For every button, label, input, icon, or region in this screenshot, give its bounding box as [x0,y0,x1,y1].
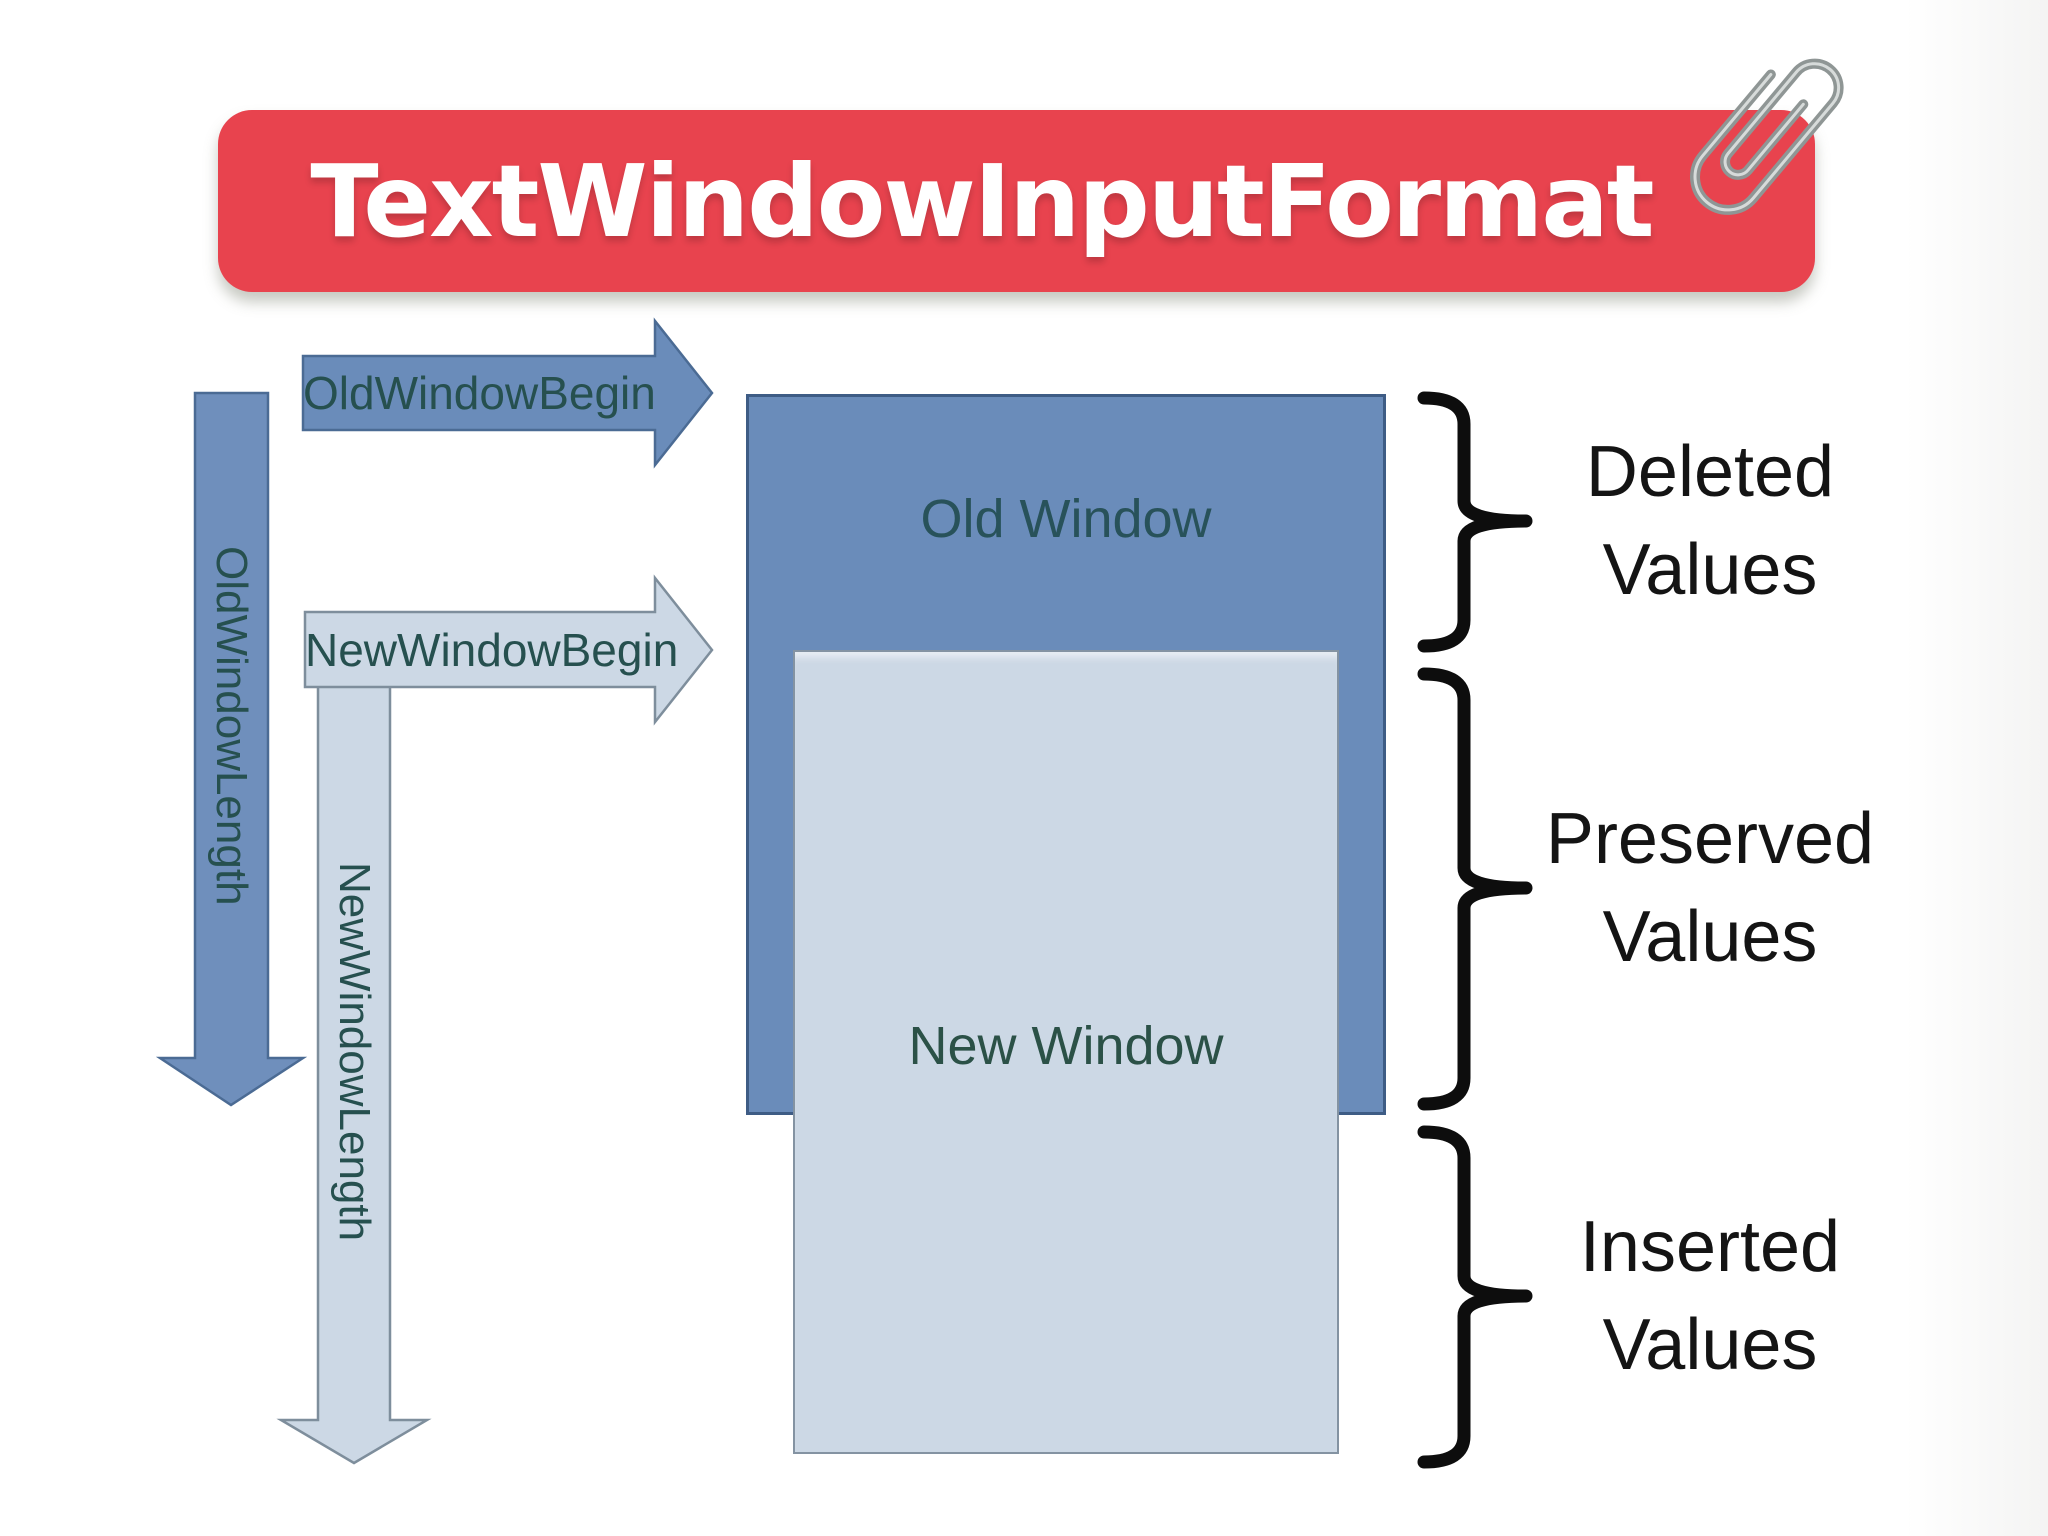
deleted-values-annotation: Deleted Values [1540,423,1880,619]
annotation-line: Values [1602,530,1818,610]
annotation-line: Values [1602,1305,1818,1385]
old-window-label: Old Window [920,489,1212,549]
new-window-box [793,650,1339,1454]
preserved-values-brace [1417,667,1533,1111]
new-window-label: New Window [908,1016,1224,1076]
inserted-values-brace [1417,1125,1533,1469]
preserved-values-annotation: Preserved Values [1540,790,1880,986]
old-window-begin-label: OldWindowBegin [303,367,656,419]
annotation-line: Deleted [1585,432,1835,512]
new-window-begin-label: NewWindowBegin [305,624,679,676]
annotation-line: Inserted [1579,1207,1841,1287]
annotation-line: Values [1602,897,1818,977]
new-window-length-label: NewWindowLength [330,862,379,1242]
annotation-line: Preserved [1545,799,1875,879]
page-title: TextWindowInputFormat [310,142,1654,260]
inserted-values-annotation: Inserted Values [1540,1198,1880,1394]
title-banner: TextWindowInputFormat [218,110,1815,292]
old-window-length-label: OldWindowLength [207,545,256,906]
deleted-values-brace [1417,391,1533,653]
